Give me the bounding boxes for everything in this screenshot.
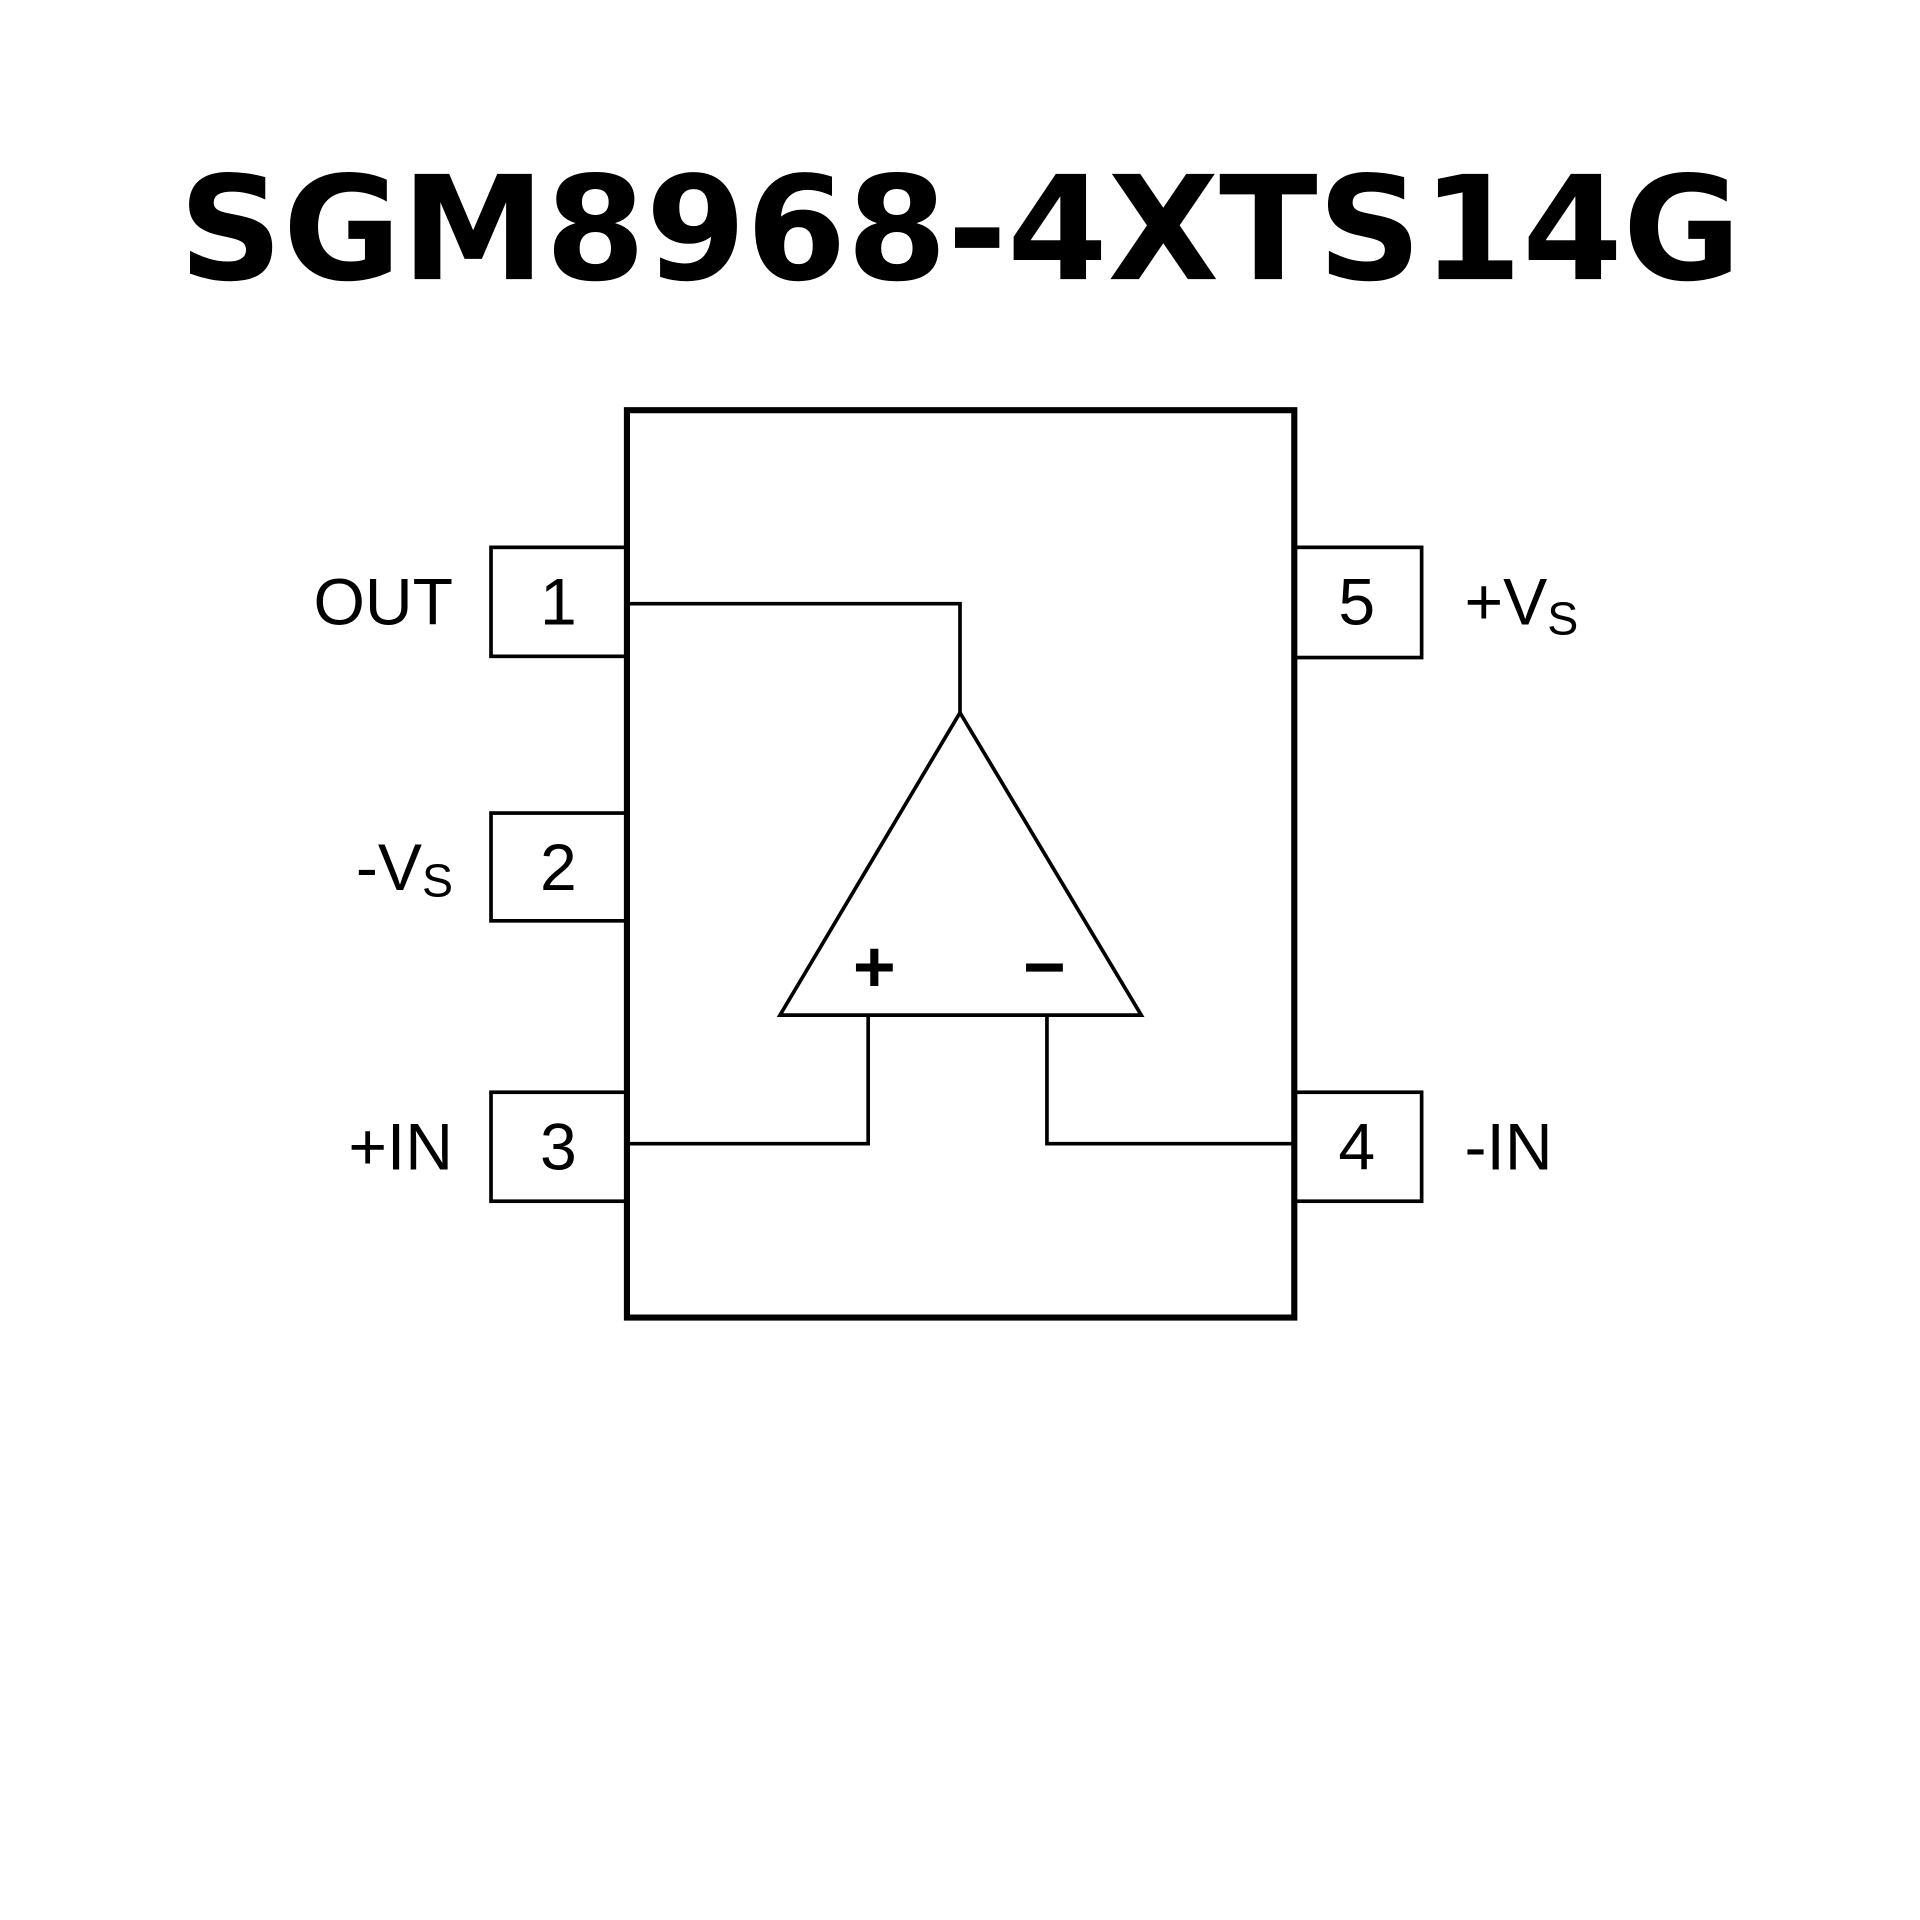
package-body (623, 407, 1298, 1321)
wire-inverting-input (1045, 1015, 1295, 1146)
pin-3-pad (489, 1090, 629, 1204)
pin-2-label: -VS (356, 831, 453, 906)
pin-4-number: 4 (1338, 1110, 1375, 1184)
pin-2-label-main: -V (356, 831, 422, 905)
pin-4-pad (1292, 1090, 1424, 1204)
pin-3-label: +IN (348, 1110, 453, 1184)
part-number-title: SGM8968-4XTS14G (179, 146, 1742, 314)
pin-5-pad (1292, 545, 1424, 660)
pin-1-number: 1 (540, 565, 577, 639)
noninverting-input-sign: + (853, 925, 896, 1008)
pin-2-label-sub: S (422, 854, 453, 906)
pin-2-pad (489, 811, 629, 923)
pin-1-label: OUT (314, 565, 454, 639)
opamp-triangle (776, 709, 1145, 1017)
inverting-input-sign: − (1023, 925, 1066, 1008)
pin-5-label-main: +V (1464, 565, 1547, 639)
pin-5-label-sub: S (1547, 592, 1578, 644)
pin-4-label: -IN (1464, 1110, 1552, 1184)
pin-5-label: +VS (1464, 565, 1578, 644)
wire-noninverting-input (626, 1015, 870, 1146)
wire-output (626, 601, 962, 713)
pin-3-number: 3 (540, 1110, 577, 1184)
pin-2-number: 2 (540, 831, 577, 905)
pin-5-number: 5 (1338, 565, 1375, 639)
